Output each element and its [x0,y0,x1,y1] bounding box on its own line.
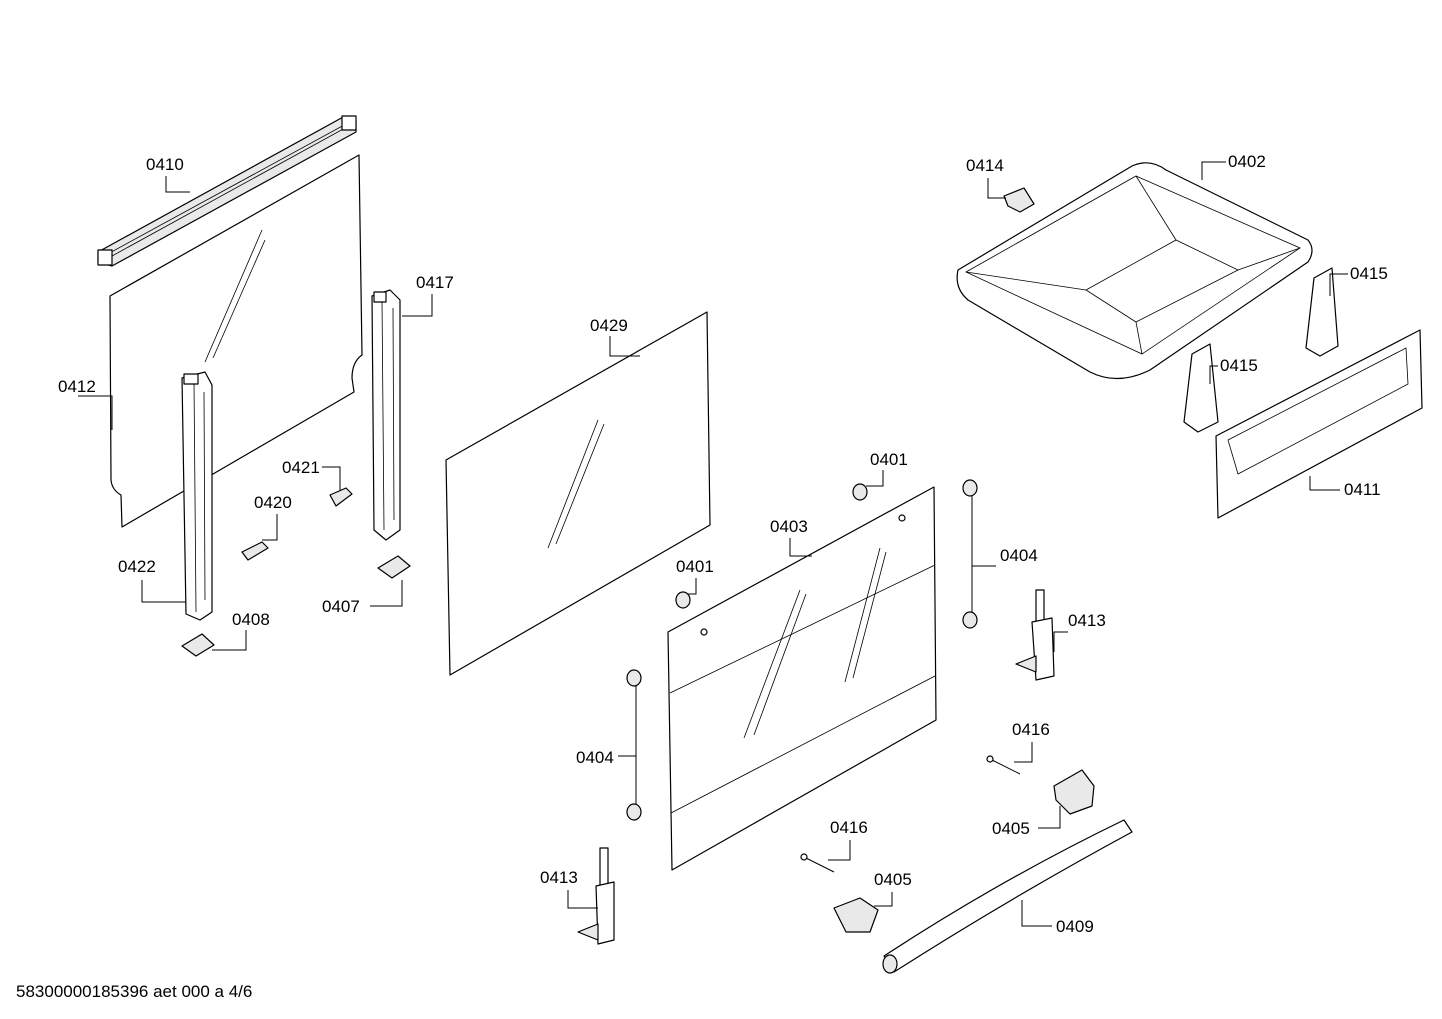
leader-lines [78,161,1348,927]
label-0407: 0407 [322,597,360,616]
label-0429: 0429 [590,316,628,335]
label-0404-left: 0404 [576,748,614,767]
part-0404-bushing-left-bottom [626,803,642,821]
part-0402-tray [956,162,1313,380]
label-0415-upper: 0415 [1350,264,1388,283]
label-0416-right: 0416 [1012,720,1050,739]
label-0413-right: 0413 [1068,611,1106,630]
part-0411-frame [1215,329,1423,519]
part-0416-screw-left [800,853,835,873]
label-0416-left: 0416 [830,818,868,837]
part-0412-glass-panel [109,154,363,528]
label-0422: 0422 [118,557,156,576]
part-0405-cap-right [1053,769,1095,815]
part-0409-door-handle [882,819,1133,974]
label-0411: 0411 [1344,480,1381,499]
part-0429-inner-glass [445,311,711,676]
label-0402: 0402 [1228,152,1266,171]
part-0421-clip [329,487,353,507]
label-0403: 0403 [770,517,808,536]
part-0414-clip [1003,187,1035,213]
part-0413-hinge-left [577,847,615,945]
label-0409: 0409 [1056,917,1094,936]
label-0420: 0420 [254,493,292,512]
label-0401-lower: 0401 [676,557,714,576]
label-0404-right: 0404 [1000,546,1038,565]
label-0417: 0417 [416,273,454,292]
label-0413-left: 0413 [540,868,578,887]
part-0404-bushing-right-bottom [962,611,978,629]
label-0415-lower: 0415 [1220,356,1258,375]
part-0404-bushing-right-top [962,479,978,497]
label-0408: 0408 [232,610,270,629]
part-0415-bracket-lower [1183,343,1219,433]
part-0422-left-rail [181,371,213,621]
part-0420-clip [241,541,269,561]
label-0401-upper: 0401 [870,450,908,469]
part-0405-cap-left [833,897,879,933]
label-0405-right: 0405 [992,819,1030,838]
part-0415-bracket-upper [1305,267,1339,357]
part-0407-bracket [377,555,411,579]
label-0410: 0410 [146,155,184,174]
part-0413-hinge-right [1015,589,1055,681]
label-0421: 0421 [282,458,320,477]
part-0416-screw-right [986,755,1021,775]
label-0412: 0412 [58,377,96,396]
part-0401-bushing-upper [852,483,868,501]
part-labels: 0410 0412 0417 0421 0420 0422 0408 0407 … [58,152,1388,936]
part-0410-top-trim [97,115,357,267]
part-0404-bushing-left-top [626,669,642,687]
part-0403-front-door [667,486,937,871]
label-0414: 0414 [966,156,1004,175]
part-0408-bracket [181,633,215,657]
label-0405-left: 0405 [874,870,912,889]
part-0401-bushing-lower [675,591,691,609]
part-0417-right-rail [371,289,401,541]
document-reference: 58300000185396 aet 000 a 4/6 [16,982,252,1001]
